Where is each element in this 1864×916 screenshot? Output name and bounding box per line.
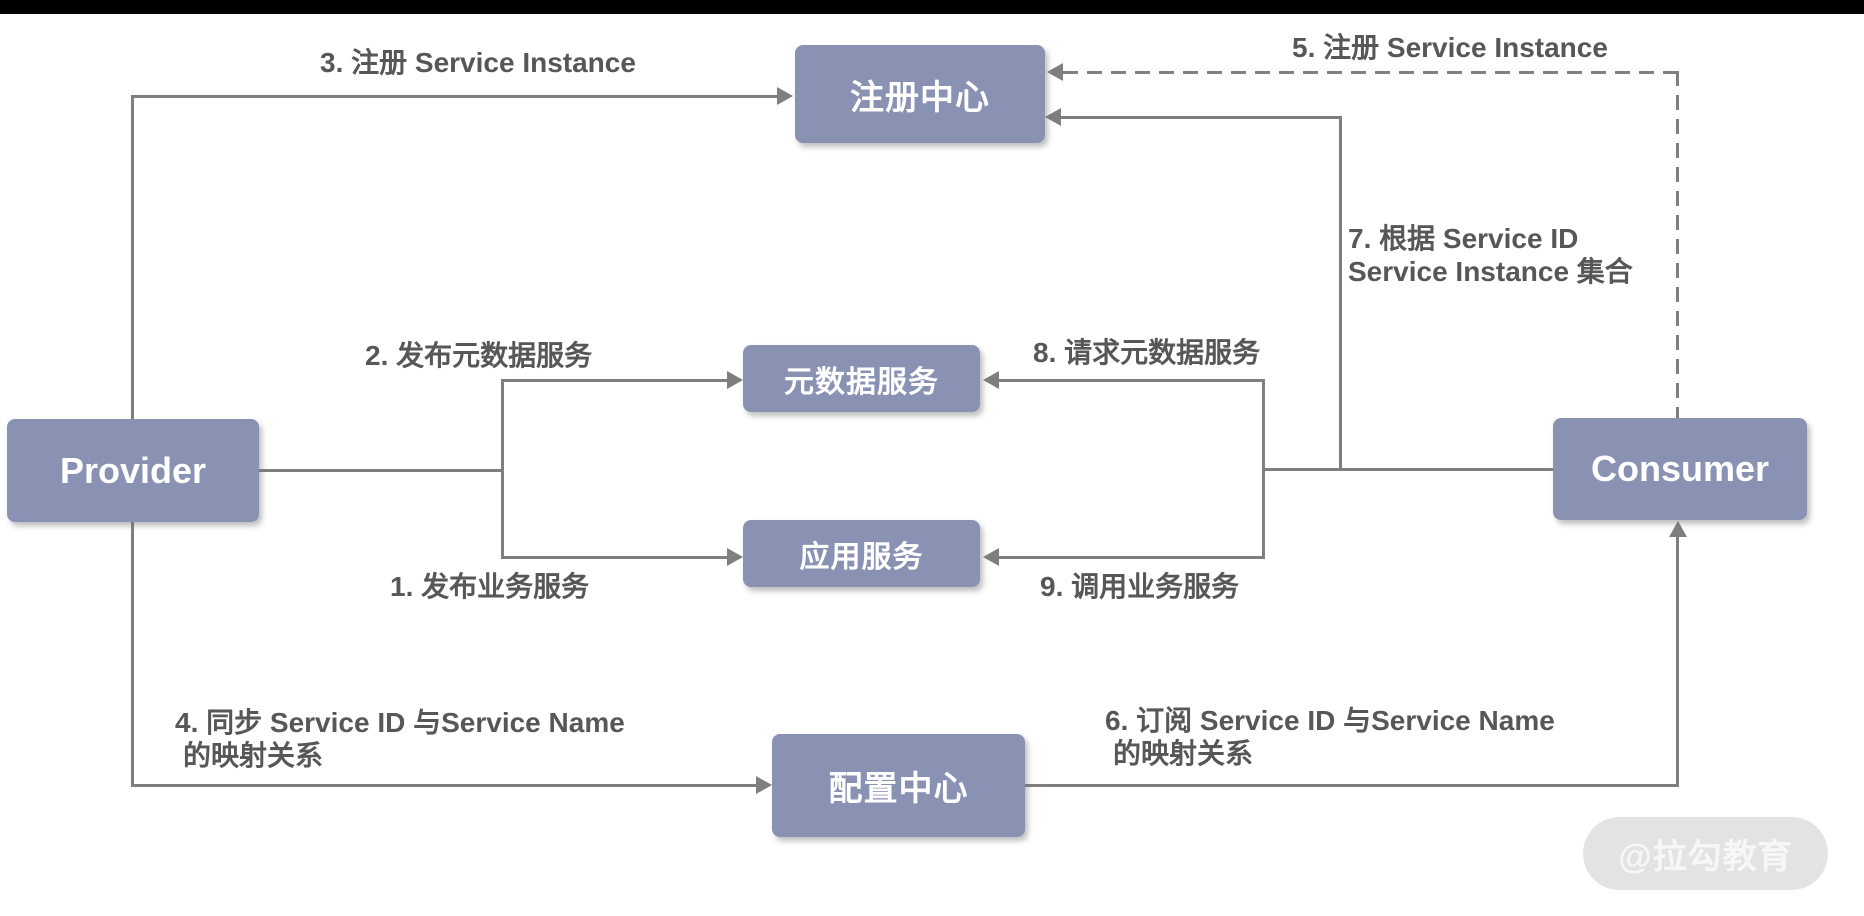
node-provider: Provider (7, 419, 259, 522)
node-config-center: 配置中心 (772, 734, 1025, 837)
edge-2-horizontal-line (501, 379, 727, 382)
edge-8-arrowhead-icon (983, 371, 999, 389)
edge-7-label-line2: Service Instance 集合 (1348, 256, 1633, 287)
consumer-fork-stem-line (1264, 468, 1553, 471)
edge-9-label: 9. 调用业务服务 (1040, 571, 1240, 602)
edge-5-label: 5. 注册 Service Instance (1292, 32, 1608, 63)
edge-7-label-line1: 7. 根据 Service ID (1348, 223, 1579, 254)
watermark-badge: @拉勾教育 (1583, 817, 1828, 890)
consumer-fork-vertical-line (1262, 379, 1265, 559)
edge-8-horizontal-line (999, 379, 1265, 382)
edge-3-vertical-line (131, 95, 134, 419)
edge-7-label: 7. 根据 Service ID Service Instance 集合 (1348, 222, 1633, 288)
edge-5-dashed-horizontal-line (1063, 71, 1679, 74)
edge-9-arrowhead-icon (983, 548, 999, 566)
provider-fork-stem-line (259, 469, 504, 472)
edge-5-dashed-vertical-line (1676, 71, 1679, 418)
edge-7-arrowhead-icon (1045, 108, 1061, 126)
node-metadata-service: 元数据服务 (743, 345, 980, 412)
edge-6-vertical-line (1676, 534, 1679, 786)
edge-8-label: 8. 请求元数据服务 (1033, 337, 1261, 368)
edge-4-vertical-line (131, 522, 134, 787)
edge-4-arrowhead-icon (756, 776, 772, 794)
edge-1-horizontal-line (501, 556, 727, 559)
edge-4-label-line1: 4. 同步 Service ID 与Service Name (175, 707, 625, 738)
edge-3-arrowhead-icon (777, 87, 793, 105)
edge-4-label-line2: 的映射关系 (183, 740, 324, 771)
node-consumer: Consumer (1553, 418, 1807, 520)
edge-6-arrowhead-icon (1669, 521, 1687, 537)
node-registry-center: 注册中心 (795, 45, 1045, 143)
edge-9-horizontal-line (999, 556, 1265, 559)
edge-6-label: 6. 订阅 Service ID 与Service Name 的映射关系 (1105, 704, 1555, 770)
edge-1-arrowhead-icon (727, 548, 743, 566)
edge-6-label-line1: 6. 订阅 Service ID 与Service Name (1105, 705, 1555, 736)
edge-3-label: 3. 注册 Service Instance (320, 47, 636, 78)
edge-7-horizontal-line (1061, 116, 1342, 119)
node-application-service: 应用服务 (743, 520, 980, 587)
edge-2-arrowhead-icon (727, 371, 743, 389)
edge-4-horizontal-line (131, 784, 756, 787)
edge-6-horizontal-line (1025, 784, 1679, 787)
top-black-bar (0, 0, 1864, 14)
edge-2-label: 2. 发布元数据服务 (365, 340, 593, 371)
edge-3-horizontal-line (131, 95, 777, 98)
edge-4-label: 4. 同步 Service ID 与Service Name 的映射关系 (175, 706, 625, 772)
edge-7-vertical-line (1339, 117, 1342, 470)
provider-fork-vertical-line (501, 379, 504, 559)
edge-1-label: 1. 发布业务服务 (390, 571, 590, 602)
edge-6-label-line2: 的映射关系 (1113, 738, 1254, 769)
edge-5-arrowhead-icon (1047, 63, 1063, 81)
